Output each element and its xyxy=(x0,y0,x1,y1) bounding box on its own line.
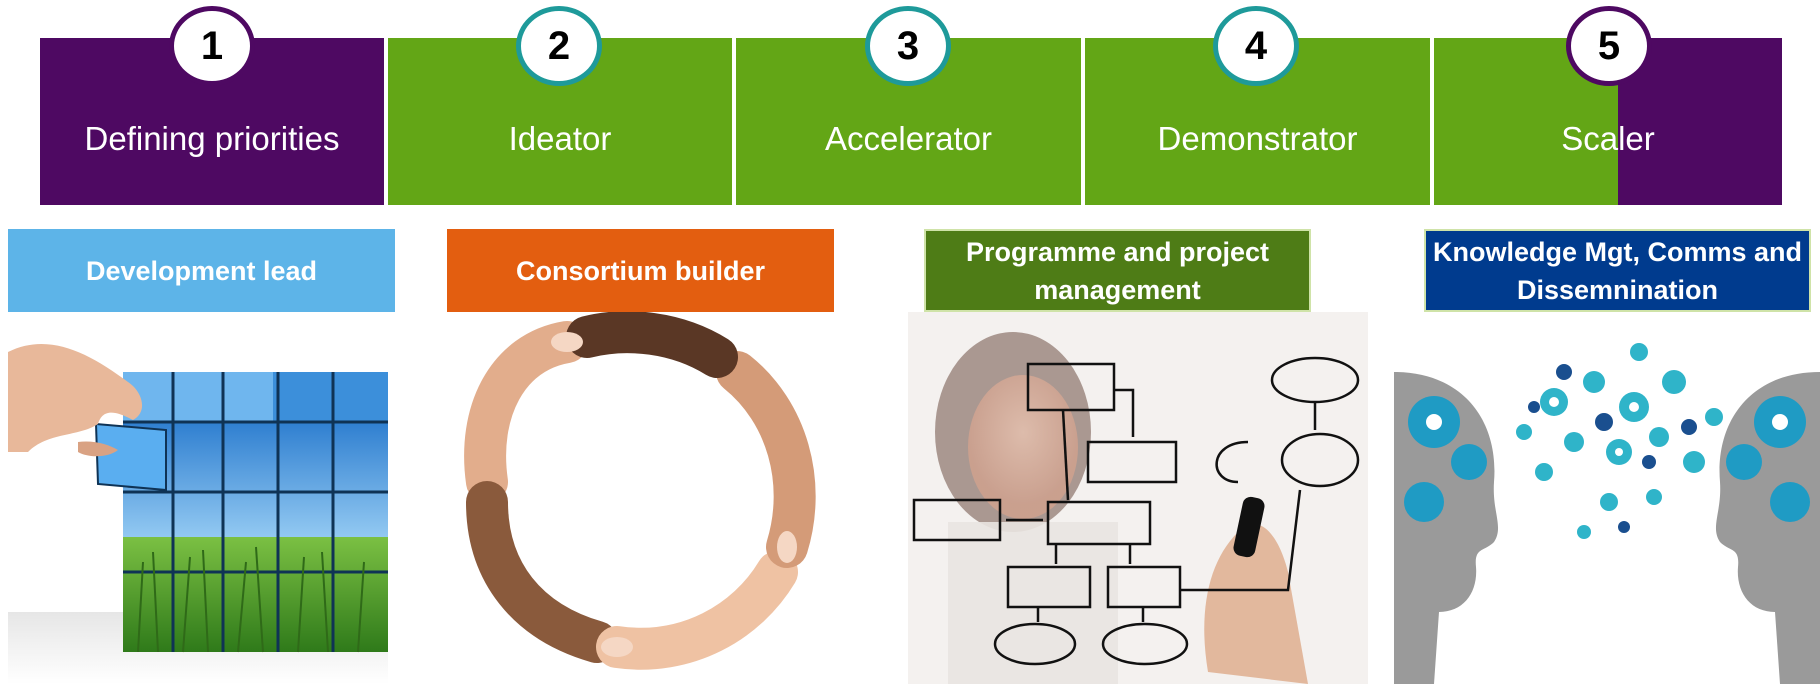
role-header-knowledge-management: Knowledge Mgt, Comms and Dissemnination xyxy=(1424,229,1811,312)
gear-heads-image xyxy=(1394,312,1820,684)
role-header-consortium-builder: Consortium builder xyxy=(447,229,834,312)
stage-ideator: Ideator xyxy=(388,38,732,205)
stage-number-badge: 1 xyxy=(169,6,255,86)
stage-number-badge: 4 xyxy=(1213,6,1299,86)
role-label: Programme and project management xyxy=(965,236,1270,305)
building-blocks-image xyxy=(8,312,388,684)
stage-label: Defining priorities xyxy=(84,119,340,157)
stage-label: Demonstrator xyxy=(1157,119,1358,157)
role-label: Knowledge Mgt, Comms and Dissemnination xyxy=(1432,236,1802,305)
stage-label: Scaler xyxy=(1561,119,1655,157)
stage-number-badge: 3 xyxy=(865,6,951,86)
role-label: Development lead xyxy=(85,255,318,286)
stage-label: Ideator xyxy=(508,119,612,157)
role-header-programme-management: Programme and project management xyxy=(924,229,1311,312)
stage-number-badge: 2 xyxy=(516,6,602,86)
stage-label: Accelerator xyxy=(825,119,992,157)
flowchart-drawing-image xyxy=(908,312,1368,684)
role-header-development-lead: Development lead xyxy=(8,229,395,312)
circle-of-hands-image xyxy=(447,312,834,684)
stage-number-badge: 5 xyxy=(1566,6,1652,86)
role-label: Consortium builder xyxy=(516,255,765,286)
stage-demonstrator: Demonstrator xyxy=(1085,38,1430,205)
